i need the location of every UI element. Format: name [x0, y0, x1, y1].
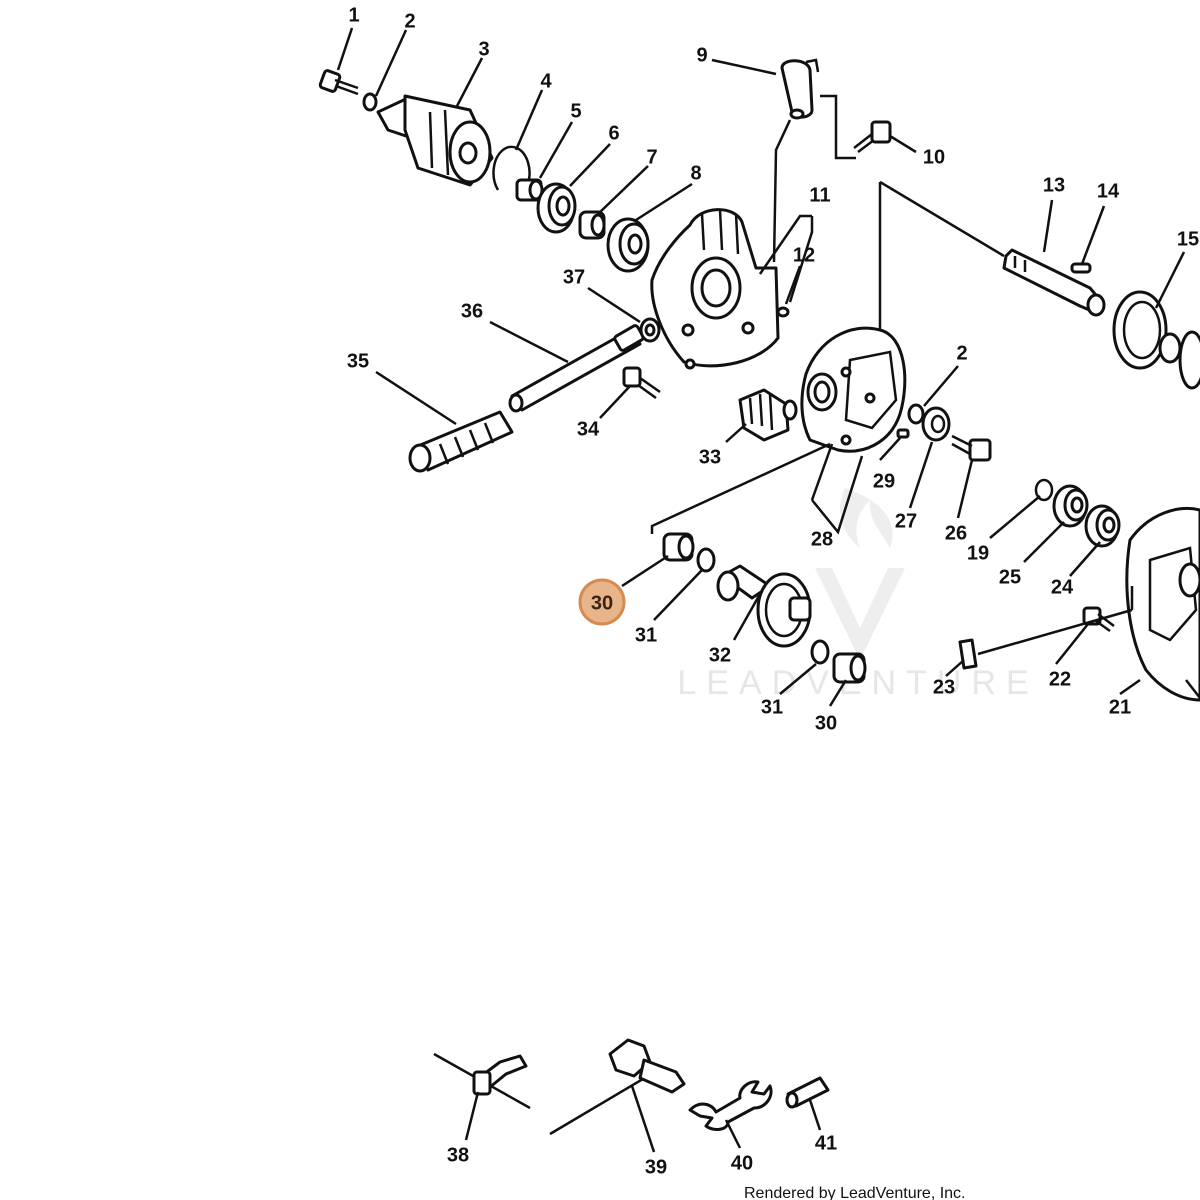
- callout-37[interactable]: 37: [563, 266, 585, 288]
- part-1-screw: [318, 69, 359, 96]
- callout-15[interactable]: 15: [1177, 228, 1199, 250]
- callout-30-right[interactable]: 30: [815, 712, 837, 734]
- parts: [318, 58, 1200, 1136]
- part-34-screw: [622, 366, 661, 400]
- gear-housing-upper: [650, 208, 780, 370]
- callout-41[interactable]: 41: [815, 1132, 837, 1154]
- part-5-collar: [515, 178, 544, 202]
- callout-28[interactable]: 28: [811, 528, 833, 550]
- callout-11[interactable]: 11: [809, 184, 830, 206]
- highlighted-callout-30[interactable]: 30: [578, 578, 626, 626]
- part-24-bearing: [1084, 504, 1121, 548]
- part-33-knob: [738, 388, 798, 442]
- callout-10[interactable]: 10: [923, 146, 945, 168]
- callout-26[interactable]: 26: [945, 522, 967, 544]
- part-26-screw: [951, 434, 992, 462]
- part-14-key: [1070, 262, 1092, 274]
- callout-35[interactable]: 35: [347, 350, 369, 372]
- part-40-spanner: [688, 1080, 773, 1131]
- callout-21[interactable]: 21: [1109, 696, 1131, 718]
- part-15-gear: [1112, 290, 1200, 390]
- callout-9[interactable]: 9: [696, 44, 707, 66]
- callout-36[interactable]: 36: [461, 300, 483, 322]
- callout-8[interactable]: 8: [690, 162, 701, 184]
- callout-33[interactable]: 33: [699, 446, 721, 468]
- callout-2[interactable]: 2: [404, 10, 415, 32]
- part-35-handle: [408, 410, 514, 473]
- part-12-pin: [776, 306, 790, 318]
- part-2-washer-middle: [907, 403, 925, 425]
- part-30-bushing-right: [832, 652, 867, 684]
- part-39-hex-wrench: [549, 1038, 686, 1136]
- callout-34[interactable]: 34: [577, 418, 600, 440]
- part-27-bearing: [921, 406, 951, 442]
- callout-labels: 1 2 3 4 5 6 7 8 9 10 11 12 13 14 15 2 37…: [347, 4, 1199, 1178]
- part-10-screw: [853, 120, 892, 153]
- callout-29[interactable]: 29: [873, 470, 895, 492]
- callout-19[interactable]: 19: [967, 542, 989, 564]
- callout-38[interactable]: 38: [447, 1144, 469, 1166]
- callout-7[interactable]: 7: [646, 146, 657, 168]
- part-19-snap-ring: [1034, 478, 1054, 502]
- callout-1[interactable]: 1: [348, 4, 359, 26]
- callout-5[interactable]: 5: [570, 100, 581, 122]
- callout-32[interactable]: 32: [709, 644, 731, 666]
- part-8-bearing: [606, 217, 650, 273]
- callout-25[interactable]: 25: [999, 566, 1021, 588]
- part-21-motor-housing: [1125, 507, 1200, 702]
- part-37-washer: [639, 317, 661, 343]
- callout-6[interactable]: 6: [608, 122, 619, 144]
- watermark-logo-icon: [815, 488, 905, 660]
- part-41-pin: [785, 1076, 830, 1109]
- callout-31-left[interactable]: 31: [635, 624, 657, 646]
- part-36-rod: [508, 324, 645, 413]
- part-2-washer: [362, 92, 378, 112]
- highlight-label: 30: [591, 592, 613, 614]
- part-31-washer-right: [810, 639, 830, 665]
- callout-4[interactable]: 4: [540, 70, 552, 92]
- part-9-clamp: [780, 58, 820, 120]
- part-25-bearing: [1052, 484, 1089, 528]
- part-32-gear-shaft: [716, 564, 812, 648]
- part-30-bushing-left: [662, 532, 695, 562]
- part-7-bushing: [578, 210, 606, 240]
- part-29-pin: [896, 428, 910, 439]
- callout-24[interactable]: 24: [1051, 576, 1074, 598]
- leader-lines: [336, 27, 1186, 1153]
- callout-23[interactable]: 23: [933, 676, 955, 698]
- highlight-badge[interactable]: [578, 578, 626, 626]
- callout-3[interactable]: 3: [478, 38, 489, 60]
- part-3-chuck: [376, 94, 494, 187]
- part-6-bearing: [536, 182, 577, 234]
- callout-40[interactable]: 40: [731, 1152, 753, 1174]
- part-13-shaft: [1002, 248, 1106, 317]
- callout-2-middle[interactable]: 2: [956, 342, 967, 364]
- part-23-label: [958, 638, 978, 670]
- callout-14[interactable]: 14: [1097, 180, 1120, 202]
- part-31-washer-left: [696, 547, 716, 573]
- callout-22[interactable]: 22: [1049, 668, 1071, 690]
- callout-13[interactable]: 13: [1043, 174, 1065, 196]
- footer-credit: Rendered by LeadVenture, Inc.: [744, 1185, 966, 1200]
- gear-case-cover: [800, 326, 907, 453]
- callout-39[interactable]: 39: [645, 1156, 667, 1178]
- callout-12[interactable]: 12: [793, 244, 815, 266]
- part-38-chuck-key: [433, 1052, 531, 1110]
- callout-31-right[interactable]: 31: [761, 696, 783, 718]
- callout-27[interactable]: 27: [895, 510, 917, 532]
